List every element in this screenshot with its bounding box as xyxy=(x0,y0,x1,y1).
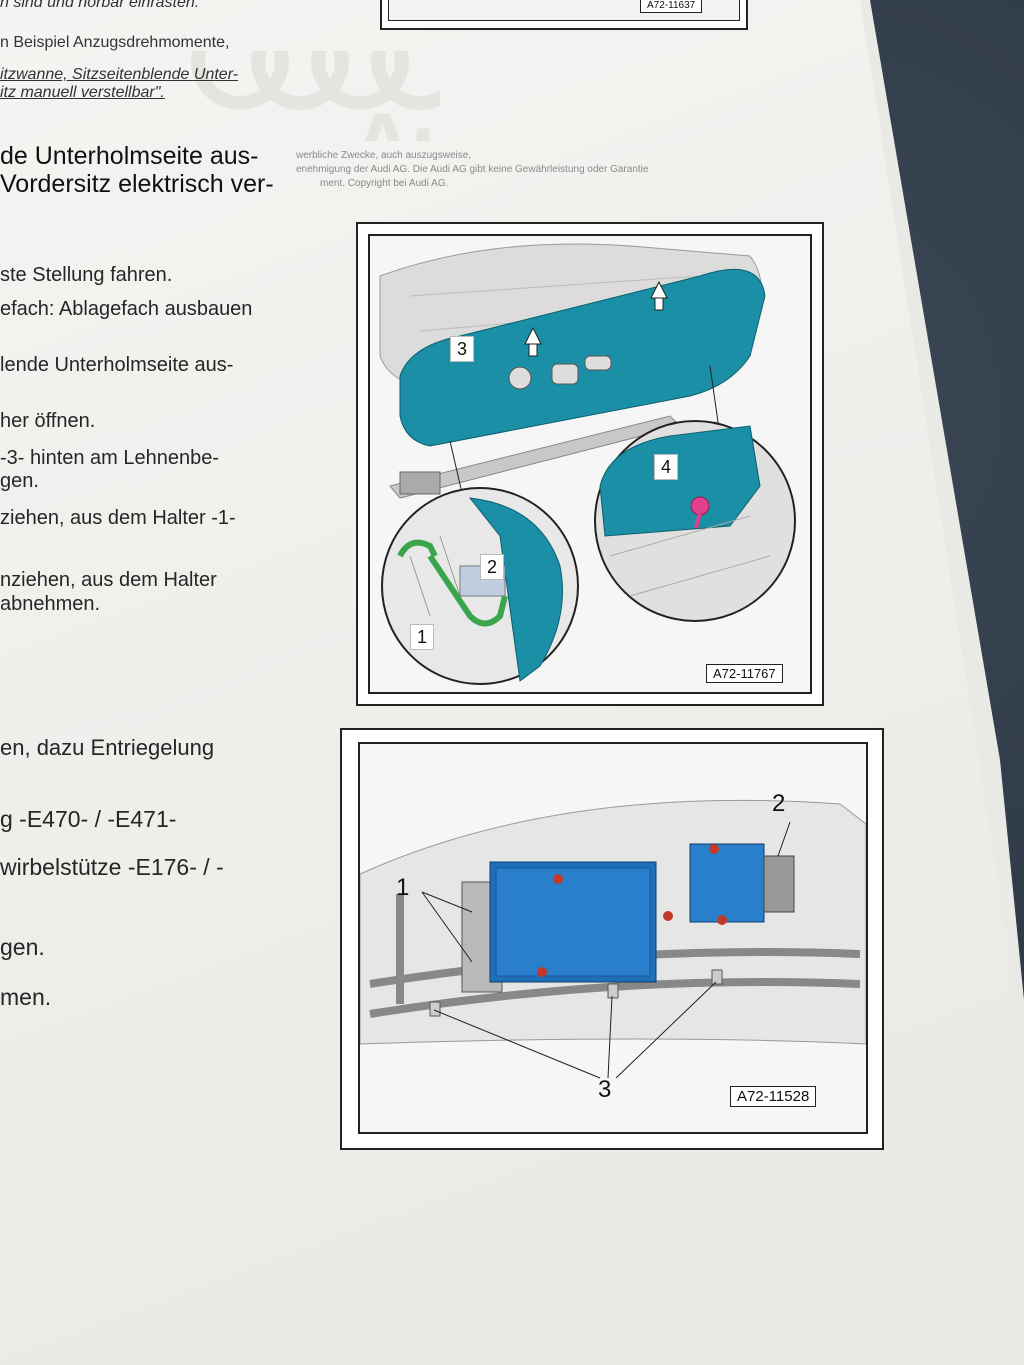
callout-2: 2 xyxy=(480,554,505,580)
callout-1: 1 xyxy=(396,874,410,901)
step-line: ziehen, aus dem Halter -1- xyxy=(0,507,236,529)
control-unit-illustration xyxy=(360,799,866,1079)
top-figure-code: A72-11637 xyxy=(640,0,703,13)
figure-1-code: A72-11767 xyxy=(706,664,783,683)
section-heading-line-2: Vordersitz elektrisch ver- xyxy=(0,170,274,198)
audi-rings-watermark-icon: Audi xyxy=(191,12,538,196)
callout-2: 2 xyxy=(772,790,786,817)
step-line: abnehmen. xyxy=(0,593,101,615)
watermark-text: Audi xyxy=(350,96,440,141)
section-heading-line-1: de Unterholmseite aus- xyxy=(0,142,259,170)
seat-side-trim-illustration xyxy=(379,243,796,685)
step-line: her öffnen. xyxy=(0,410,96,432)
step-line: gen. xyxy=(0,470,39,492)
figure-1-frame: 3 4 2 1 A72-11767 xyxy=(356,222,824,706)
step-line: g -E470- / -E471- xyxy=(0,806,177,832)
link-line-1[interactable]: itz manuell verstellbar". xyxy=(0,84,165,101)
legal-notice-2: enehmigung der Audi AG. Die Audi AG gibt… xyxy=(296,164,649,175)
step-line: lende Unterholmseite aus- xyxy=(0,354,234,376)
callout-4: 4 xyxy=(654,454,679,480)
legal-notice-1: werbliche Zwecke, auch auszugsweise, xyxy=(296,150,472,161)
step-line: wirbelstütze -E176- / - xyxy=(0,854,224,880)
intro-line-1: n Beispiel Anzugsdrehmomente, xyxy=(0,34,230,51)
step-line: efach: Ablagefach ausbauen xyxy=(0,298,253,320)
step-line: ste Stellung fahren. xyxy=(0,264,173,286)
callout-3: 3 xyxy=(450,336,475,362)
legal-notice-3: ment. Copyright bei Audi AG. xyxy=(320,178,449,189)
figure-1-illustration: 3 4 2 1 A72-11767 xyxy=(368,234,812,694)
top-figure-partial: A72-11637 xyxy=(380,0,748,30)
step-line: men. xyxy=(0,984,52,1010)
step-line: -3- hinten am Lehnenbe- xyxy=(0,447,220,469)
figure-2-code: A72-11528 xyxy=(730,1086,817,1107)
step-line: nziehen, aus dem Halter xyxy=(0,569,217,591)
intro-line-0: n sind und hörbar einrasten. xyxy=(0,0,200,11)
figure-2-frame: 1 2 3 A72-11528 xyxy=(340,728,884,1150)
figure-2-illustration: 1 2 3 A72-11528 xyxy=(358,742,868,1134)
step-line: gen. xyxy=(0,934,45,960)
callout-1: 1 xyxy=(410,624,435,650)
link-line-0[interactable]: itzwanne, Sitzseitenblende Unter- xyxy=(0,66,239,83)
step-line: en, dazu Entriegelung xyxy=(0,735,215,760)
callout-3: 3 xyxy=(598,1076,612,1103)
audi-watermark: Audi xyxy=(180,12,538,196)
